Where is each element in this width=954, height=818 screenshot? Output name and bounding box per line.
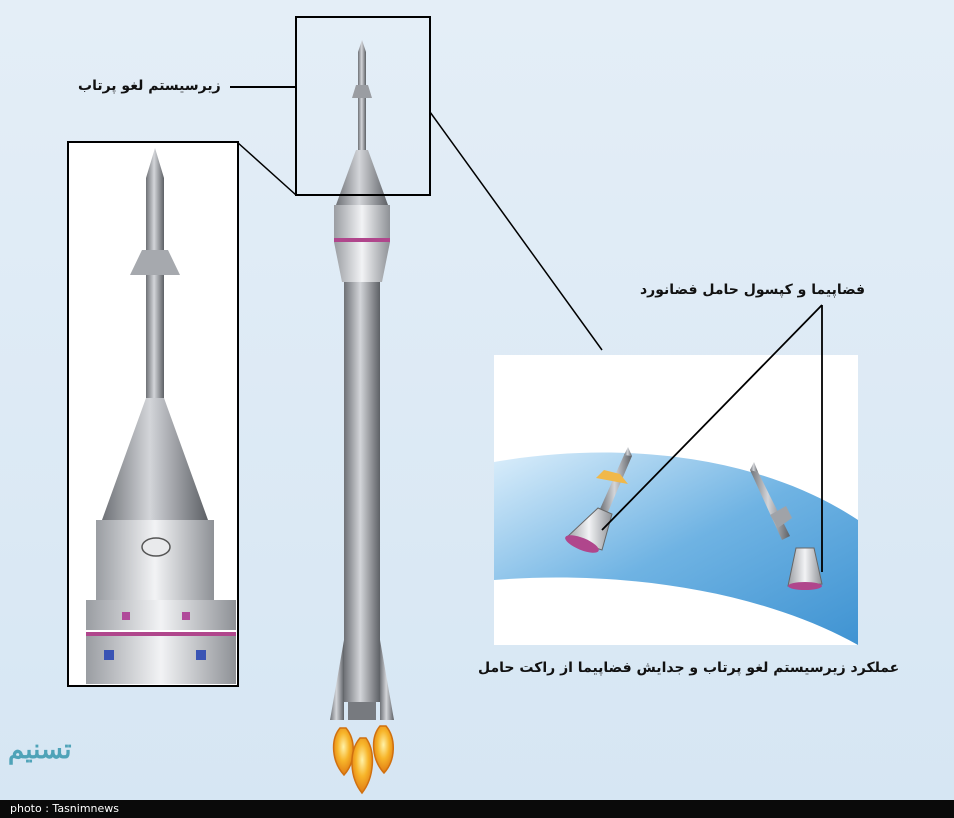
flame-icon xyxy=(352,738,372,793)
zoom-line-right xyxy=(430,112,602,350)
rocket-body xyxy=(344,282,380,702)
tasnim-logo-icon: تسنیم xyxy=(8,735,71,765)
capsule-section xyxy=(334,205,390,241)
capsule-label: فضاپیما و کپسول حامل فضانورد xyxy=(640,282,865,298)
inset-hatch-window xyxy=(142,538,170,556)
zoomed-rocket-inset xyxy=(68,142,238,686)
tail-fin-left xyxy=(330,640,344,720)
rocket-nozzle xyxy=(348,702,376,720)
inset-window-block xyxy=(104,650,114,660)
main-rocket xyxy=(330,40,394,793)
operation-caption: عملکرد زیرسیستم لغو پرتاب و جدایش فضاپیم… xyxy=(478,660,899,676)
escape-fins xyxy=(352,85,372,98)
inset-window-block xyxy=(196,650,206,660)
zoom-line-left xyxy=(237,142,296,195)
flame-icon xyxy=(334,728,354,775)
inset-capsule-section xyxy=(96,520,214,600)
inset-window-block xyxy=(122,612,130,620)
accent-band xyxy=(334,238,390,242)
rocket-nose-tip xyxy=(358,40,366,52)
photo-credit-bar: photo : Tasnimnews xyxy=(0,800,954,818)
inset-window-block xyxy=(182,612,190,620)
inset-ring xyxy=(86,600,236,630)
inset-escape-tower xyxy=(146,178,164,398)
escape-tower xyxy=(358,52,366,152)
tail-fin-right xyxy=(380,640,394,720)
flame-icon xyxy=(374,726,394,773)
fairing-cone xyxy=(336,150,388,205)
inset-accent-band xyxy=(86,632,236,636)
service-module xyxy=(334,242,390,282)
separation-scene xyxy=(494,305,858,645)
escape-subsystem-label: زیرسیستم لغو پرتاب xyxy=(78,78,221,94)
